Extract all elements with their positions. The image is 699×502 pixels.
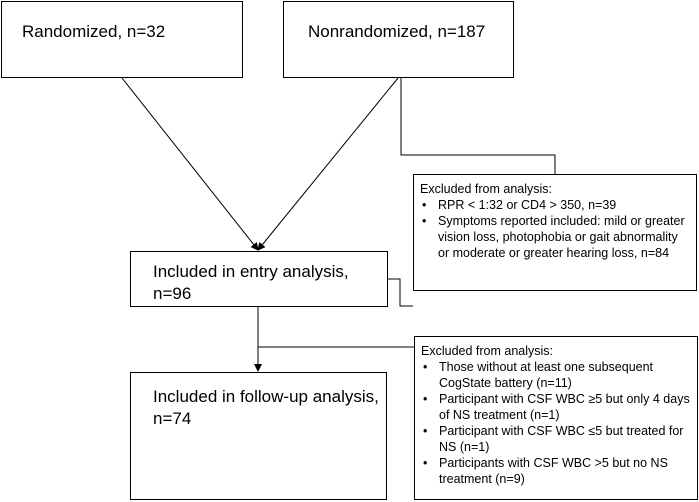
randomized-label: Randomized, n=32 xyxy=(22,22,166,41)
entry-exclusion-list: RPR < 1:32 or CD4 > 350, n=39 Symptoms r… xyxy=(420,197,692,261)
entry-exclusion-item: Symptoms reported included: mild or grea… xyxy=(420,213,692,261)
randomized-box: Randomized, n=32 xyxy=(1,1,243,78)
followup-exclusion-list: Those without at least one subsequent Co… xyxy=(421,359,693,487)
exclusion-link-entry-box xyxy=(388,278,413,307)
followup-exclusion-title: Excluded from analysis: xyxy=(421,344,554,358)
followup-exclusion-item: Participant with CSF WBC ≤5 but treated … xyxy=(421,423,693,455)
entry-analysis-label: Included in entry analysis, n=96 xyxy=(153,262,349,303)
entry-exclusion-item: RPR < 1:32 or CD4 > 350, n=39 xyxy=(420,197,692,213)
followup-exclusion-item: Those without at least one subsequent Co… xyxy=(421,359,693,391)
followup-analysis-label: Included in follow-up analysis, n=74 xyxy=(153,387,379,428)
nonrandomized-label: Nonrandomized, n=187 xyxy=(308,22,486,41)
followup-exclusion-item: Participant with CSF WBC ≥5 but only 4 d… xyxy=(421,391,693,423)
entry-exclusion-box: Excluded from analysis: RPR < 1:32 or CD… xyxy=(413,174,697,291)
entry-exclusion-title: Excluded from analysis: xyxy=(420,182,553,196)
followup-analysis-box: Included in follow-up analysis, n=74 xyxy=(130,372,387,500)
arrow-nonrandomized-to-entry xyxy=(257,77,399,251)
exclusion-branch-entry xyxy=(400,78,556,174)
arrow-randomized-to-entry xyxy=(121,77,259,251)
followup-exclusion-box: Excluded from analysis: Those without at… xyxy=(414,336,698,500)
nonrandomized-box: Nonrandomized, n=187 xyxy=(283,1,514,78)
followup-exclusion-item: Participants with CSF WBC >5 but no NS t… xyxy=(421,455,693,487)
entry-analysis-box: Included in entry analysis, n=96 xyxy=(130,251,388,307)
